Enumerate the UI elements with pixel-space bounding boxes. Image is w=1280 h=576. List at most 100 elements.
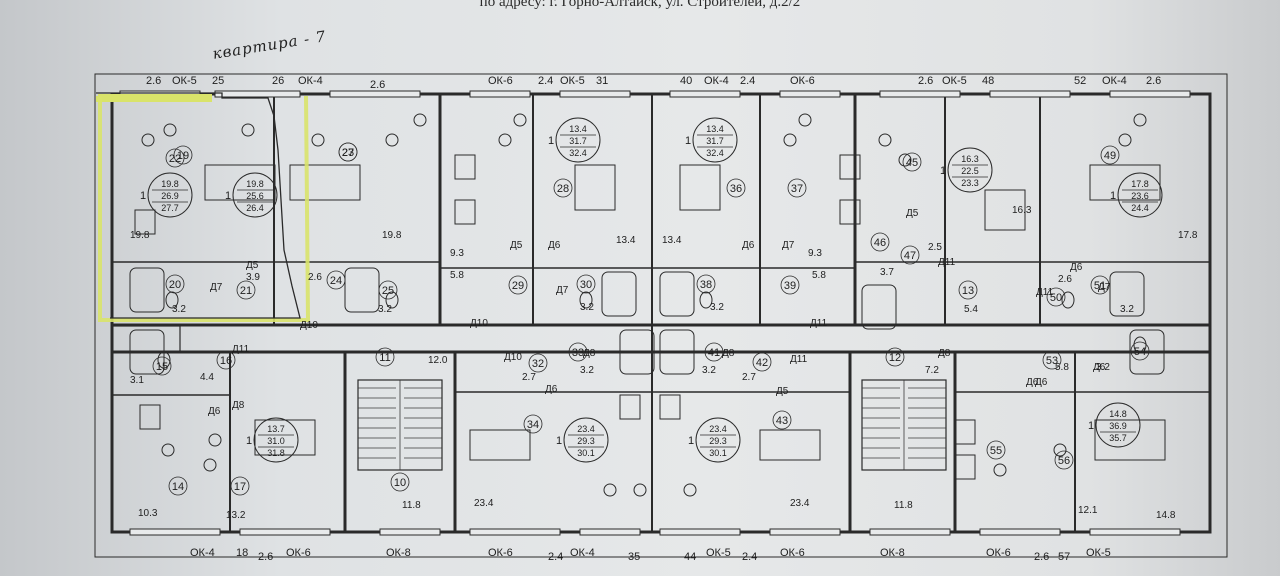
toilet <box>385 291 399 309</box>
apartment-room-count: 1 <box>940 165 946 177</box>
room-number: 36 <box>726 178 746 198</box>
bed-or-sofa <box>679 164 721 211</box>
room-number: 19 <box>173 145 193 165</box>
apartment-total-area: 22.5 <box>961 166 979 176</box>
chair-or-table <box>141 133 155 147</box>
door-label: Д11 <box>232 344 250 355</box>
stove-or-sink <box>954 419 976 445</box>
room-number-circle <box>704 342 724 362</box>
top-label: 31 <box>596 75 608 87</box>
top-label: 25 <box>212 75 224 87</box>
apartment-total-area: 29.3 <box>709 436 727 446</box>
room-area-label: 10.3 <box>138 508 158 519</box>
apartment-summary: 113.431.732.4 <box>685 117 738 163</box>
room-number: 54 <box>1130 341 1150 361</box>
room-number-circle <box>696 274 716 294</box>
door-label: Д6 <box>545 384 558 395</box>
apartment-gross-area: 27.7 <box>161 203 179 213</box>
apartment-total-area: 36.9 <box>1109 421 1127 431</box>
room-area-label: 2.6 <box>308 272 322 283</box>
room-number: 38 <box>696 274 716 294</box>
room-number: 56 <box>1054 450 1074 470</box>
door-label: Д6 <box>1026 377 1039 388</box>
room-number-text: 50 <box>1050 292 1062 304</box>
chair-or-table <box>161 443 175 457</box>
bottom-label: 18 <box>236 547 248 559</box>
room-area-label: 2.5 <box>928 242 942 253</box>
bathtub <box>129 267 165 313</box>
apartment-total-area: 25.6 <box>246 191 264 201</box>
room-number-circle <box>152 356 172 376</box>
room-area-label: 3.2 <box>710 302 724 313</box>
room-area-label: 12.1 <box>1078 505 1098 516</box>
room-number-text: 17 <box>234 481 246 493</box>
room-number: 34 <box>523 414 543 434</box>
room-number: 27 <box>338 142 358 162</box>
room-number-text: 49 <box>1104 150 1116 162</box>
door-label: Д11 <box>1036 287 1054 298</box>
door-label: Д11 <box>790 354 808 365</box>
room-area-label: 9.3 <box>450 248 464 259</box>
room-area-label: 3.2 <box>580 302 594 313</box>
room-number-text: 15 <box>156 361 168 373</box>
apartment-room-count: 1 <box>685 135 691 147</box>
apartment-summary: 119.825.626.4 <box>225 172 278 218</box>
room-area-label: 7.2 <box>925 365 939 376</box>
room-area-label: 14.8 <box>1156 510 1176 521</box>
room-number-text: 23 <box>342 147 354 159</box>
top-label: ОК-5 <box>560 75 585 87</box>
bottom-label: ОК-8 <box>386 547 411 559</box>
room-area-label: 5.8 <box>812 270 826 281</box>
apartment-gross-area: 31.8 <box>267 448 285 458</box>
toilet <box>1133 336 1147 354</box>
door-label: Д6 <box>1093 362 1106 373</box>
room-number-circle <box>1042 350 1062 370</box>
room-number-circle <box>870 232 890 252</box>
bed-or-sofa <box>254 419 316 456</box>
room-number-text: 13 <box>962 285 974 297</box>
room-number: 49 <box>1100 145 1120 165</box>
top-label: 48 <box>982 75 994 87</box>
apartment-room-count: 1 <box>225 190 231 202</box>
apartment-living-area: 23.4 <box>577 424 595 434</box>
stove-or-sink <box>454 154 476 180</box>
room-number-circle <box>780 275 800 295</box>
top-label: 2.4 <box>538 75 553 87</box>
room-area-label: 13.2 <box>226 510 246 521</box>
apartment-7-boundary <box>98 95 311 322</box>
bottom-label: 57 <box>1058 551 1070 563</box>
room-number: 41 <box>704 342 724 362</box>
bathtub <box>1129 329 1165 375</box>
room-number-text: 24 <box>330 275 342 287</box>
room-number: 10 <box>390 472 410 492</box>
apartment-living-area: 16.3 <box>961 154 979 164</box>
apartment-total-area: 26.9 <box>161 191 179 201</box>
door-label: Д8 <box>583 348 596 359</box>
apartment-circle <box>232 172 278 218</box>
furniture-and-fixtures <box>129 113 1166 497</box>
apartment-7-ink-boundary <box>96 92 301 319</box>
room-number-text: 28 <box>557 183 569 195</box>
top-label: 2.6 <box>1146 75 1161 87</box>
top-label: ОК-5 <box>942 75 967 87</box>
bathtub <box>1109 271 1145 317</box>
bottom-label: ОК-8 <box>880 547 905 559</box>
chair-or-table <box>385 133 399 147</box>
window-bottom <box>979 528 1061 536</box>
door-label: Д5 <box>906 208 919 219</box>
apartment-total-area: 31.7 <box>706 136 724 146</box>
room-area-label: 5.8 <box>1055 362 1069 373</box>
chair-or-table <box>203 458 217 472</box>
room-area-label: 2.7 <box>522 372 536 383</box>
room-number-circle <box>375 347 395 367</box>
apartment-circle <box>253 417 299 463</box>
room-area-label: 2.7 <box>742 372 756 383</box>
bottom-label: 2.6 <box>1034 551 1049 563</box>
toilet <box>579 291 593 309</box>
chair-or-table <box>311 133 325 147</box>
top-label: 40 <box>680 75 692 87</box>
room-number-circle <box>1046 287 1066 307</box>
door-label: Д6 <box>742 240 755 251</box>
window-top <box>469 90 531 98</box>
